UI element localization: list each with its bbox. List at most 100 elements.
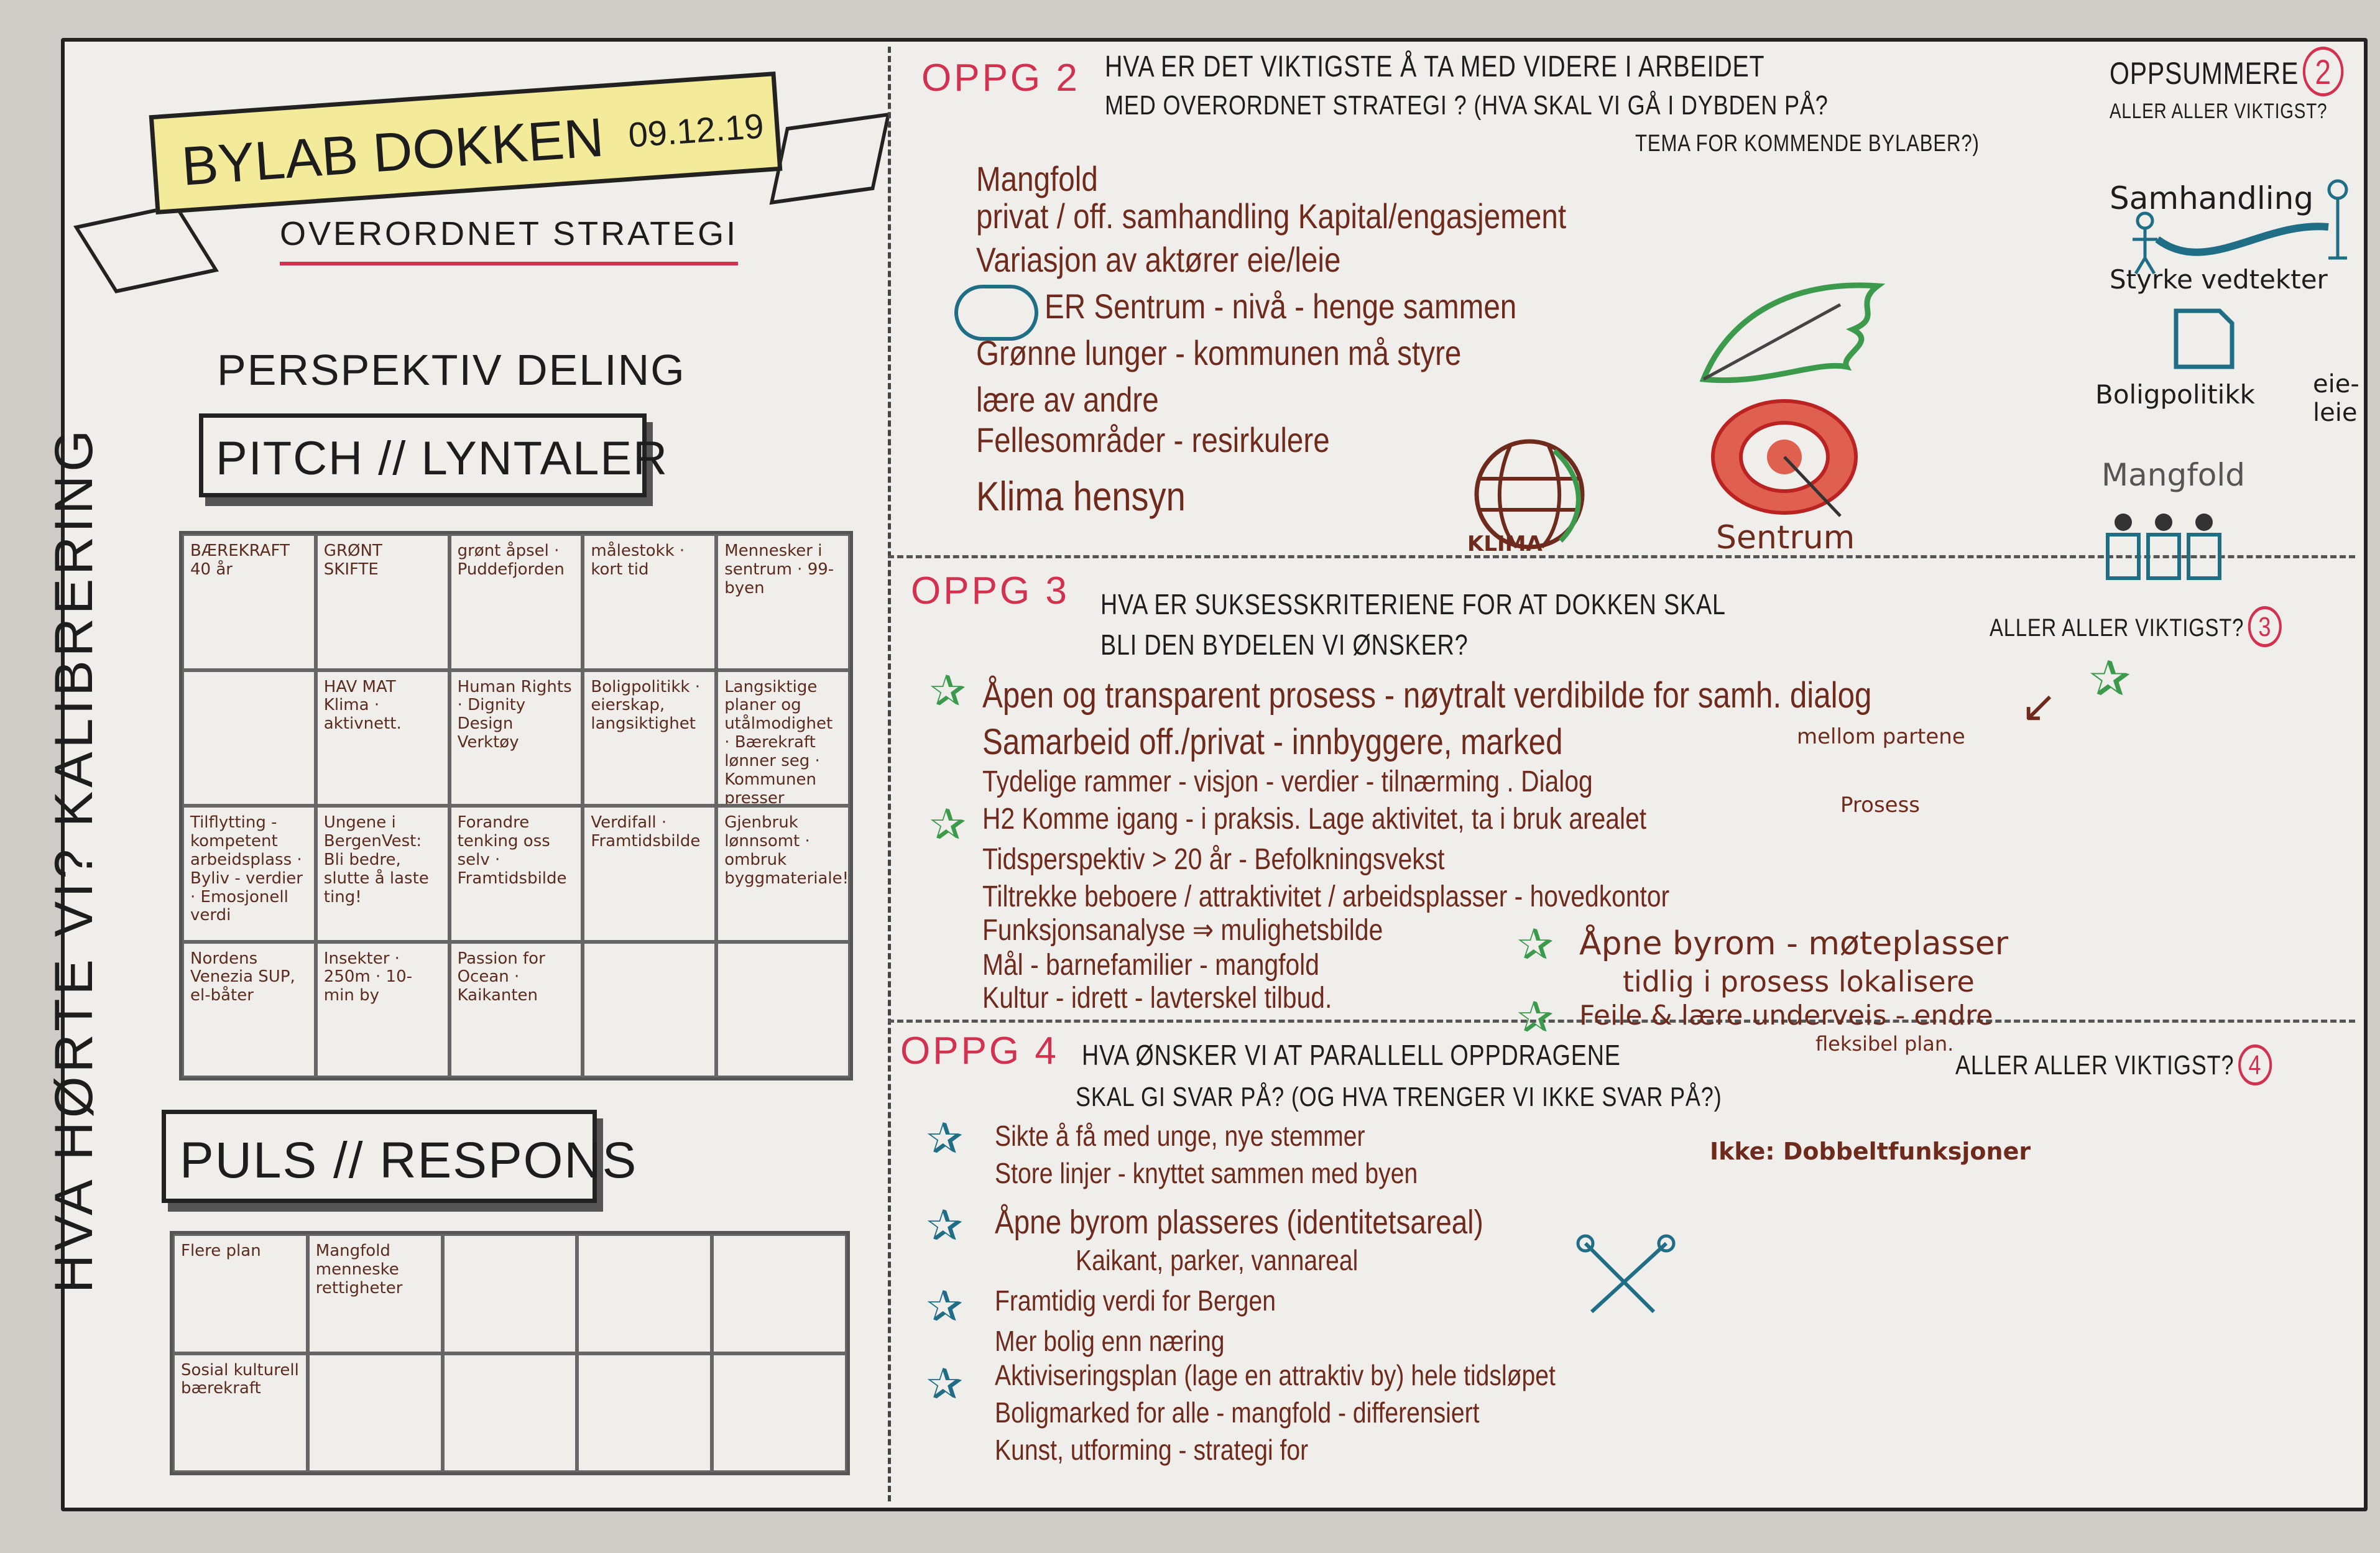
divider-oppg4 [888,1020,2355,1023]
grid-cell-label: Boligpolitikk · eierskap, langsiktighet [591,677,701,734]
grid-cell: Passion for Ocean · Kaikanten [449,941,583,1077]
oppg3-line: Åpen og transparent prosess - nøytralt v… [982,675,1872,716]
oppg3-side-note: Feile & lære underveis - endre [1579,1000,1993,1031]
oppg2-label: OPPG 2 [921,57,1080,99]
grid-cell: Forandre tenking oss selv · Framtidsbild… [449,806,583,942]
oppg3-line: Funksjonsanalyse ⇒ mulighetsbilde [982,914,1383,947]
grid-cell: BÆREKRAFT 40 år [182,534,316,670]
subtitle: OVERORDNET STRATEGI [280,214,739,265]
oppg3-question-2: BLI DEN BYDELEN VI ØNSKER? [1100,629,1469,661]
grid-cell-label: Gjenbruk lønnsomt · ombruk byggmateriale… [724,813,849,888]
oppg3-side-note: tidlig i prosess lokalisere [1623,965,1975,998]
grid-cell: Tilflytting - kompetent arbeidsplass · B… [182,806,316,942]
grid-cell [442,1234,578,1353]
summary-number-2: 2 [2302,47,2344,96]
oppg3-line: Kultur - idrett - lavterskel tilbud. [982,982,1332,1015]
pitch-box: PITCH // LYNTALER [199,413,667,497]
grid-cell-label: Verdifall · Framtidsbilde [591,813,701,850]
oppg3-line: H2 Komme igang - i praksis. Lage aktivit… [982,803,1647,836]
oppg4-line: Sikte å få med unge, nye stemmer [995,1120,1365,1152]
oppg4-line: Framtidig verdi for Bergen [995,1284,1276,1317]
oppg3-line: Samarbeid off./privat - innbyggere, mark… [982,722,1563,762]
document-icon [2174,308,2235,369]
oppg2-line: Fellesområder - resirkulere [976,420,1330,459]
star-icon: ✰ [929,665,966,716]
grid-cell-label: Langsiktige planer og utålmodighet · Bær… [724,677,833,806]
grid-cell: grønt åpsel · Puddefjorden [449,534,583,670]
summary-4: ALLER ALLER VIKTIGST?4 [1955,1044,2272,1085]
perspektiv-heading: PERSPEKTIV DELING [217,346,686,394]
oppg4-line: Åpne byrom plasseres (identitetsareal) [995,1204,1483,1241]
oppg3-side-note: Prosess [1840,793,1920,818]
grid-cell-label: Sosial kulturell bærekraft [181,1360,299,1398]
star-icon: ✰ [926,1358,963,1409]
grid-cell-label: Flere plan [181,1242,261,1260]
oppg2-line: Variasjon av aktører eie/leie [976,240,1341,279]
star-icon: ✰ [926,1200,963,1251]
grid-cell: Langsiktige planer og utålmodighet · Bær… [716,670,850,806]
oppg3-side-note: mellom partene [1797,724,1965,749]
pitch-label: PITCH // LYNTALER [216,432,668,485]
grid-cell [712,1353,847,1472]
divider-oppg3 [888,555,2355,558]
grid-cell: Verdifall · Framtidsbilde [583,806,717,942]
target-icon [1711,399,1858,517]
summary-4-text: ALLER ALLER VIKTIGST? [1955,1050,2235,1081]
globe-icon [1474,439,1585,550]
grid-cell [182,670,316,806]
grid-cell [577,1353,713,1472]
grid-cell-label: grønt åpsel · Puddefjorden [457,541,565,579]
summary-number-4: 4 [2238,1044,2272,1085]
grid-cell: Mennesker i sentrum · 99-byen [716,534,850,670]
poster [61,38,2368,1511]
grid-cell: Gjenbruk lønnsomt · ombruk byggmateriale… [716,806,850,942]
grid-cell-label: Forandre tenking oss selv · Framtidsbild… [457,813,567,888]
grid-cell [577,1234,713,1353]
vertical-label: HVA HØRTE VI? KALIBRERING [44,426,104,1293]
grid-cell-label: GRØNT SKIFTE [323,541,382,579]
grid-cell: Sosial kulturell bærekraft [173,1353,308,1472]
oppg2-question-1: HVA ER DET VIKTIGSTE Å TA MED VIDERE I A… [1105,50,1765,83]
grid-cell: Flere plan [173,1234,308,1353]
puls-label: PULS // RESPONS [180,1132,638,1189]
oppg4-label: OPPG 4 [900,1030,1059,1072]
grid-cell: Boligpolitikk · eierskap, langsiktighet [583,670,717,806]
summary-3-text: ALLER ALLER VIKTIGST? [1990,614,2244,642]
er-cloud-icon [954,285,1038,341]
summary-title-text: OPPSUMMERE [2110,56,2299,91]
grid-cell-label: Mangfold menneske rettigheter [315,1242,403,1297]
grid-cell: Ungene i BergenVest: Bli bedre, slutte å… [315,806,450,942]
title-date: 09.12.19 [627,106,765,155]
star-icon: ✰ [926,1113,963,1164]
grid-cell-label: HAV MAT Klima · aktivnett. [323,677,402,734]
grid-cell-label: målestokk · kort tid [591,541,685,579]
oppg3-question-1: HVA ER SUKSESSKRITERIENE FOR AT DOKKEN S… [1100,588,1726,620]
grid-cell-label: Insekter · 250m · 10-min by [323,949,413,1005]
oppg4-question-2: SKAL GI SVAR PÅ? (OG HVA TRENGER VI IKKE… [1076,1082,1722,1112]
oppg2-line: Klima hensyn [976,473,1186,519]
grid-cell: Insekter · 250m · 10-min by [315,941,450,1077]
oppg4-line: Store linjer - knyttet sammen med byen [995,1157,1418,1189]
star-icon: ✰ [1517,919,1554,970]
oppg3-side-note: Åpne byrom - møteplasser [1579,925,2009,962]
summary-item-boligpolitikk: Boligpolitikk [2095,379,2255,410]
grid-cell: Nordens Venezia SUP, el-båter [182,941,316,1077]
group-people-icon [2106,514,2221,580]
oppg3-line: Mål - barnefamilier - mangfold [982,949,1319,982]
summary-3: ALLER ALLER VIKTIGST?3 [1990,606,2282,647]
star-icon: ✰ [929,799,966,850]
star-icon: ✰ [2089,650,2131,707]
oppg3-side-note: fleksibel plan. [1815,1032,1954,1056]
star-icon: ✰ [926,1281,963,1332]
title-text: BYLAB DOKKEN [180,106,606,197]
oars-icon [1576,1234,1676,1314]
oppg2-question-3: TEMA FOR KOMMENDE BYLABER?) [1635,131,1980,157]
oppg4-question-1: HVA ØNSKER VI AT PARALLELL OPPDRAGENE [1082,1039,1621,1071]
summary-item-vedtekter: Styrke vedtekter [2110,264,2328,295]
summary-subtitle: ALLER ALLER VIKTIGST? [2110,99,2328,123]
grid-cell-label: BÆREKRAFT 40 år [190,541,290,579]
grid-cell [716,941,850,1077]
oppg4-line: Kunst, utforming - strategi for [995,1434,1309,1466]
